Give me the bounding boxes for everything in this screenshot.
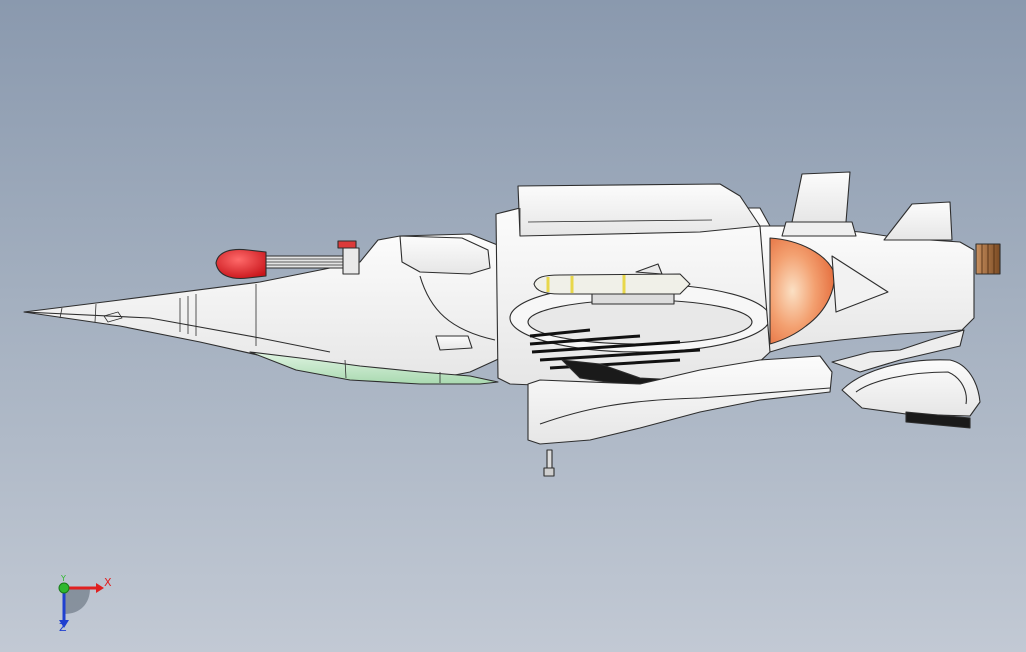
x-axis-arrowhead [96, 583, 104, 593]
side-intake [419, 275, 496, 341]
landing-leg [546, 449, 553, 469]
missile-rack [591, 293, 675, 305]
gun-mount [342, 247, 360, 275]
triad-shadow [64, 588, 90, 614]
y-axis-dot [58, 582, 70, 594]
nose-vent [103, 311, 123, 323]
canopy-frame [344, 359, 441, 383]
rear-pod-inner [855, 371, 967, 405]
missile-fin [635, 263, 663, 275]
engine-top-cover [517, 183, 761, 237]
lower-hull-line [539, 387, 831, 425]
missile-stripes [546, 275, 626, 294]
gun-barrel-lines [262, 258, 352, 266]
y-axis-label: Y [61, 574, 66, 583]
triad-graphic [58, 582, 104, 628]
canopy [249, 351, 499, 385]
red-nose-cone [215, 248, 267, 280]
engine-top-panel [519, 208, 713, 236]
rear-connector [831, 329, 965, 373]
upper-fin [791, 171, 851, 223]
rear-grille-ribs [981, 244, 995, 274]
z-axis-label: Z [59, 621, 67, 634]
missile [533, 273, 691, 295]
coordinate-triad: X Y Z [50, 572, 120, 636]
tail-cone [831, 255, 889, 313]
z-axis-arrowhead [59, 620, 69, 628]
x-axis-label: X [104, 576, 112, 589]
landing-foot [543, 467, 555, 477]
upper-fin-base [781, 221, 857, 237]
nose-edge-line [23, 311, 331, 353]
exhaust-cone [769, 237, 835, 345]
gun-sight [337, 240, 357, 249]
rear-fin [883, 201, 953, 241]
rear-pod [841, 359, 981, 417]
rear-pod-strut [905, 411, 971, 429]
cockpit-window [435, 335, 473, 351]
lower-hull [527, 355, 833, 445]
bay-louvers [529, 328, 701, 370]
cockpit-hatch [399, 235, 491, 275]
nose-panel-lines [59, 284, 257, 346]
